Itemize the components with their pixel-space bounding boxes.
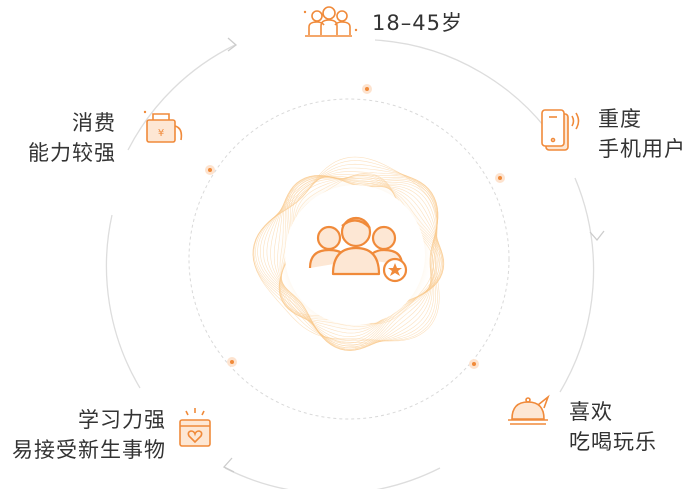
label-spending: 消费 能力较强: [28, 108, 116, 168]
label-learning: 学习力强 易接受新生事物: [12, 405, 166, 465]
wave-line: [259, 175, 439, 350]
outer-arc-bottom: [224, 467, 441, 489]
food-cloche-icon: [508, 394, 550, 425]
label-phone-line-2: 手机用户: [598, 137, 686, 161]
label-fun: 喜欢 吃喝玩乐: [569, 397, 657, 457]
label-spending-line-1: 消费: [72, 111, 116, 135]
people-group-icon: [303, 6, 358, 37]
wave-line: [263, 176, 438, 351]
label-fun-line-1: 喜欢: [569, 400, 613, 424]
outer-arc-top-right: [374, 39, 561, 149]
wave-line: [257, 174, 439, 349]
label-learning-line-1: 学习力强: [78, 408, 166, 432]
outer-arc-right: [559, 177, 595, 393]
wave-line: [252, 160, 438, 342]
heart-card-icon: [179, 408, 211, 447]
ring-arrows: [222, 37, 605, 473]
arrow-bottom-icon: [222, 457, 235, 473]
label-learning-line-2: 易接受新生事物: [12, 438, 166, 462]
user-group-star-icon: [308, 216, 408, 283]
outer-arc-left: [105, 214, 141, 389]
label-fun-line-2: 吃喝玩乐: [569, 430, 657, 454]
label-phone-line-1: 重度: [598, 107, 642, 131]
outer-arc-top-left: [127, 44, 236, 151]
wave-line: [255, 171, 439, 347]
ring-dots: [205, 84, 505, 369]
label-spending-line-2: 能力较强: [28, 141, 116, 165]
label-phone-user: 重度 手机用户: [598, 104, 686, 164]
inner-dashed-ring: [188, 98, 510, 420]
arrow-top-left-icon: [227, 37, 238, 52]
mobile-phone-icon: [541, 109, 580, 151]
svg-text:¥: ¥: [158, 128, 164, 139]
label-age-line-1: 18–45岁: [372, 11, 463, 35]
label-age: 18–45岁: [372, 8, 463, 38]
shopping-bag-icon: ¥: [143, 110, 183, 143]
wave-line: [252, 156, 440, 342]
arrow-right-icon: [589, 230, 605, 242]
